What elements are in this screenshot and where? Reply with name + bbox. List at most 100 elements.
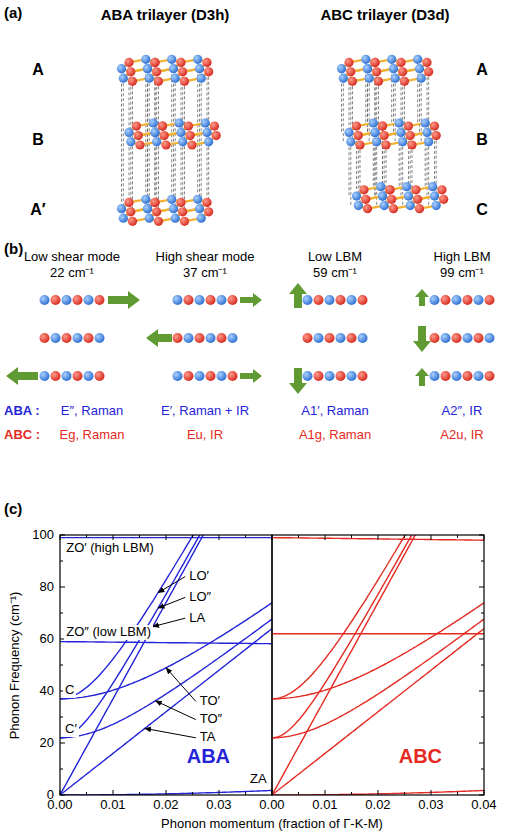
- layer-atom: [474, 371, 484, 381]
- carbon-atom: [202, 128, 211, 137]
- dispersion-plot: [60, 398, 484, 795]
- carbon-atom: [337, 64, 346, 73]
- stacking-name: ABA: [187, 745, 230, 768]
- stacking-guide: [175, 83, 176, 213]
- carbon-atom: [370, 128, 379, 137]
- carbon-atom: [187, 140, 196, 149]
- phonon-branch: [60, 629, 272, 795]
- axis-tick: [351, 792, 352, 795]
- layer-atom: [73, 295, 83, 305]
- axis-tick: [86, 535, 87, 538]
- axis-tick: [219, 790, 220, 795]
- carbon-atom: [201, 118, 210, 127]
- layer-atom: [95, 295, 105, 305]
- carbon-atom: [411, 185, 420, 194]
- displacement-arrow: [289, 283, 307, 308]
- graphene-layer: [124, 118, 220, 149]
- layer-atom: [206, 333, 216, 343]
- carbon-atom: [175, 118, 184, 127]
- layer-atom: [325, 371, 335, 381]
- carbon-atom: [378, 122, 387, 131]
- axis-tick: [404, 792, 405, 795]
- axis-title: Phonon Frequency (cm⁻¹): [9, 591, 24, 739]
- layer-atom: [347, 371, 357, 381]
- layer-atom: [206, 371, 216, 381]
- carbon-atom: [152, 137, 161, 146]
- axis-tick: [60, 535, 65, 536]
- carbon-atom: [400, 77, 409, 86]
- layer-atom: [314, 295, 324, 305]
- tick-label: 0.03: [206, 798, 231, 813]
- layer-atom: [325, 333, 335, 343]
- layer-atom: [452, 295, 462, 305]
- axis-tick: [219, 535, 220, 540]
- row-label: ABC :: [4, 428, 40, 443]
- phonon-branch: [60, 535, 272, 699]
- layer-atom: [430, 333, 440, 343]
- axis-tick: [431, 535, 432, 540]
- axis-tick: [484, 790, 485, 795]
- mode-name: High shear mode: [156, 250, 255, 265]
- carbon-atom: [372, 137, 381, 146]
- carbon-atom: [363, 204, 372, 213]
- axis-tick: [351, 535, 352, 538]
- carbon-atom: [352, 122, 361, 131]
- branch-label: ZO″ (low LBM): [64, 625, 153, 640]
- carbon-atom: [398, 67, 407, 76]
- dispersion-curves: [272, 535, 484, 795]
- axis-tick: [479, 795, 484, 796]
- carbon-atom: [370, 128, 379, 137]
- axis-tick: [192, 792, 193, 795]
- layer-atom: [95, 371, 105, 381]
- axis-tick: [166, 790, 167, 795]
- displacement-arrow: [289, 368, 307, 394]
- carbon-atom: [143, 204, 152, 213]
- carbon-atom: [210, 122, 219, 131]
- carbon-atom: [432, 131, 441, 140]
- layer-atom: [62, 295, 72, 305]
- axis-tick: [272, 790, 273, 795]
- axis-tick: [457, 792, 458, 795]
- layer-atom: [441, 371, 451, 381]
- carbon-atom: [346, 137, 355, 146]
- carbon-atom: [178, 137, 187, 146]
- layer-atom: [62, 333, 72, 343]
- layer-atom: [303, 295, 313, 305]
- dispersion-curves: [60, 535, 272, 795]
- layer-atom: [51, 295, 61, 305]
- carbon-atom: [352, 192, 361, 201]
- stacking-guide: [427, 67, 428, 127]
- axis-tick: [479, 587, 484, 588]
- carbon-atom: [202, 198, 211, 207]
- layer-atom: [51, 371, 61, 381]
- axis-title: Phonon momentum (fraction of Γ-K-M): [161, 817, 383, 832]
- phonon-branch: [272, 633, 484, 634]
- axis-tick: [378, 535, 379, 540]
- carbon-atom: [171, 74, 180, 83]
- layer-atom: [452, 371, 462, 381]
- layer-atom: [303, 333, 313, 343]
- carbon-atom: [141, 195, 150, 204]
- layer-atom: [463, 295, 473, 305]
- carbon-atom: [370, 58, 379, 67]
- symmetry-label: Eg, Raman: [60, 428, 125, 443]
- carbon-atom: [396, 58, 405, 67]
- carbon-atom: [134, 131, 143, 140]
- layer-atom: [485, 295, 495, 305]
- displacement-arrow: [415, 368, 429, 386]
- layer-atom: [325, 295, 335, 305]
- layer-atom: [474, 333, 484, 343]
- stacking-guide: [436, 141, 437, 201]
- layer-atom: [84, 333, 94, 343]
- axis-tick: [457, 535, 458, 538]
- carbon-atom: [391, 74, 400, 83]
- carbon-atom: [422, 128, 431, 137]
- stacking-guide: [408, 131, 409, 191]
- layer-atom: [228, 333, 238, 343]
- tick-label: 20: [40, 736, 54, 751]
- carbon-atom: [389, 64, 398, 73]
- carbon-atom: [184, 122, 193, 131]
- layer-atom: [430, 371, 440, 381]
- panel-letter: (a): [4, 4, 22, 21]
- axis-tick: [60, 535, 61, 540]
